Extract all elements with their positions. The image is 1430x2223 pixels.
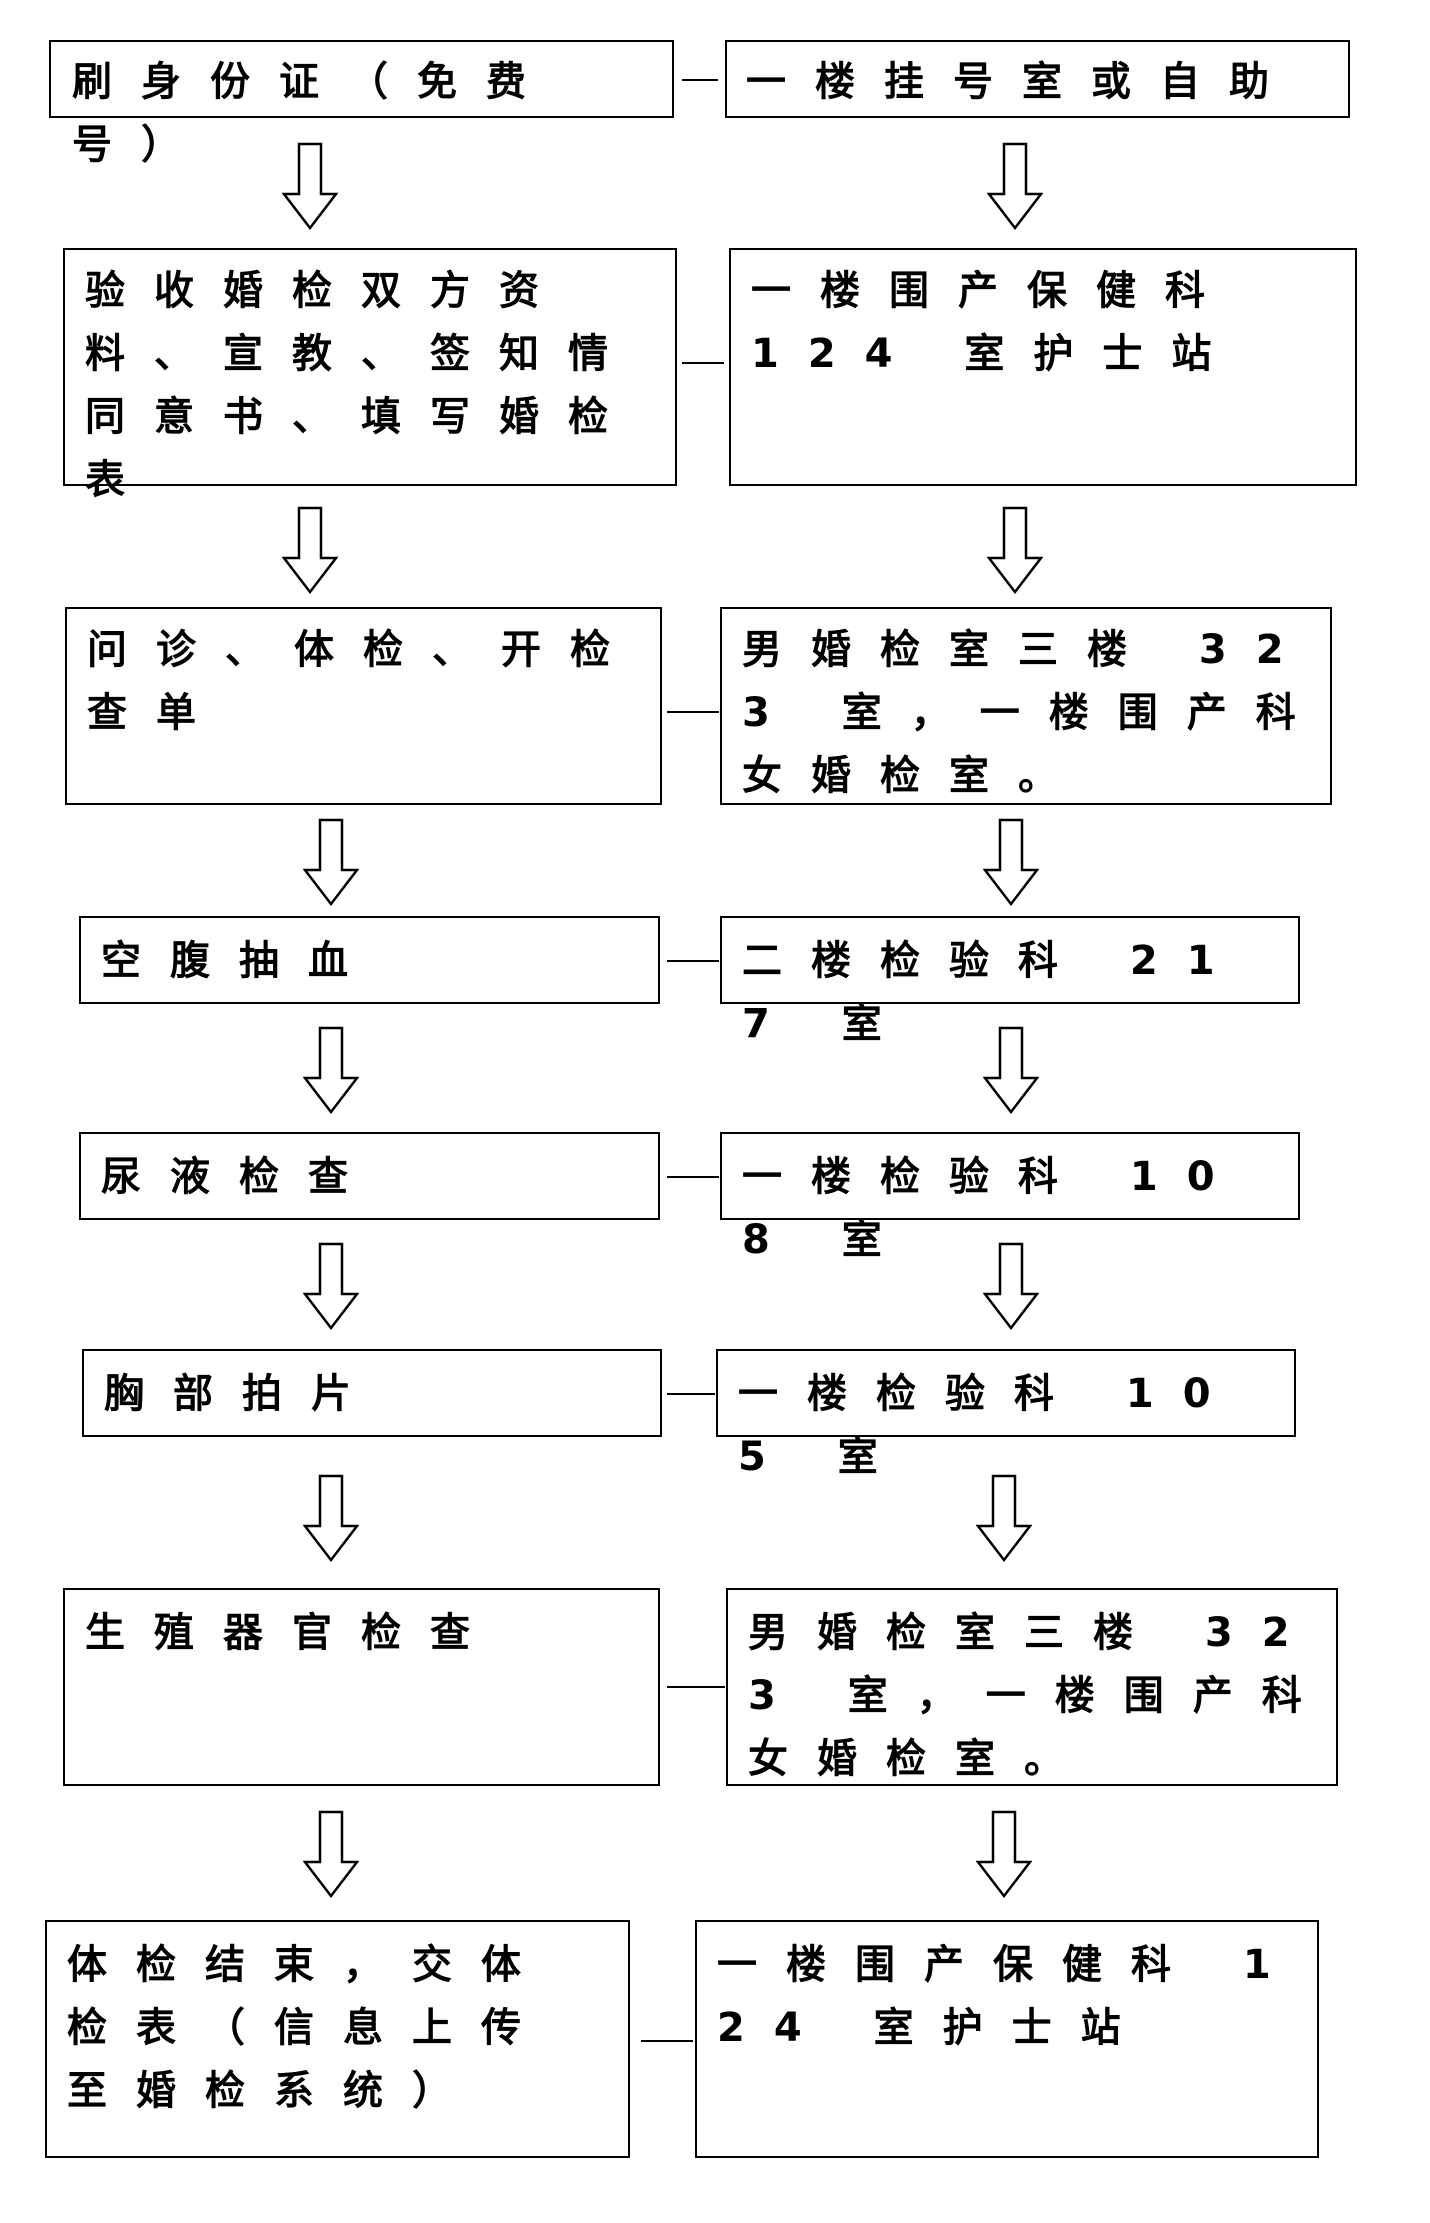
step-box-2	[63, 248, 677, 486]
location-box-5	[720, 1132, 1300, 1220]
arrow-down-icon	[976, 1474, 1032, 1562]
location-text-7: 男婚检室三楼 323 室，一楼围产科女婚检室。	[748, 1610, 1331, 1782]
connector-5	[667, 1176, 719, 1178]
step-text-3: 问诊、体检、开检查单	[87, 627, 639, 736]
location-text-8: 一楼围产保健科 124 室护士站	[717, 1942, 1300, 2051]
connector-1	[682, 79, 718, 81]
arrow-down-icon	[303, 1474, 359, 1562]
step-box-3	[65, 607, 662, 805]
location-box-8	[695, 1920, 1319, 2158]
location-text-2: 一楼围产保健科 124 室护士站	[751, 268, 1277, 377]
location-text-4: 二楼检验科 217 室	[742, 938, 1244, 1047]
location-box-4	[720, 916, 1300, 1004]
arrow-down-icon	[282, 506, 338, 594]
arrow-down-icon	[983, 818, 1039, 906]
location-text-6: 一楼检验科 105 室	[738, 1371, 1240, 1480]
step-text-2: 验收婚检双方资料、宣教、签知情同意书、填写婚检表	[85, 268, 637, 503]
location-box-1	[725, 40, 1350, 118]
step-text-5: 尿液检查	[101, 1154, 377, 1200]
arrow-down-icon	[303, 1026, 359, 1114]
step-box-8	[45, 1920, 630, 2158]
arrow-down-icon	[976, 1810, 1032, 1898]
step-box-7	[63, 1588, 660, 1786]
arrow-down-icon	[303, 1810, 359, 1898]
step-text-4: 空腹抽血	[101, 938, 377, 984]
step-box-5	[79, 1132, 660, 1220]
step-box-6	[82, 1349, 662, 1437]
location-box-6	[716, 1349, 1296, 1437]
location-text-5: 一楼检验科 108 室	[742, 1154, 1244, 1263]
arrow-down-icon	[983, 1242, 1039, 1330]
location-text-3: 男婚检室三楼 323 室，一楼围产科女婚检室。	[742, 627, 1325, 799]
step-text-7: 生殖器官检查	[85, 1610, 499, 1656]
arrow-down-icon	[282, 142, 338, 230]
step-box-4	[79, 916, 660, 1004]
arrow-down-icon	[303, 1242, 359, 1330]
location-text-1: 一楼挂号室或自助	[746, 59, 1298, 105]
step-text-1: 刷身份证（免费号）	[72, 59, 555, 168]
arrow-down-icon	[303, 818, 359, 906]
step-box-1	[49, 40, 674, 118]
location-box-2	[729, 248, 1357, 486]
step-text-6: 胸部拍片	[104, 1371, 380, 1417]
connector-8	[641, 2040, 693, 2042]
arrow-down-icon	[987, 142, 1043, 230]
step-text-8: 体检结束，交体检表（信息上传至婚检系统）	[67, 1942, 550, 2114]
arrow-down-icon	[983, 1026, 1039, 1114]
connector-7	[667, 1686, 725, 1688]
arrow-down-icon	[987, 506, 1043, 594]
location-box-7	[726, 1588, 1338, 1786]
connector-2	[682, 362, 724, 364]
connector-4	[667, 960, 719, 962]
location-box-3	[720, 607, 1332, 805]
connector-3	[667, 711, 719, 713]
connector-6	[667, 1393, 715, 1395]
